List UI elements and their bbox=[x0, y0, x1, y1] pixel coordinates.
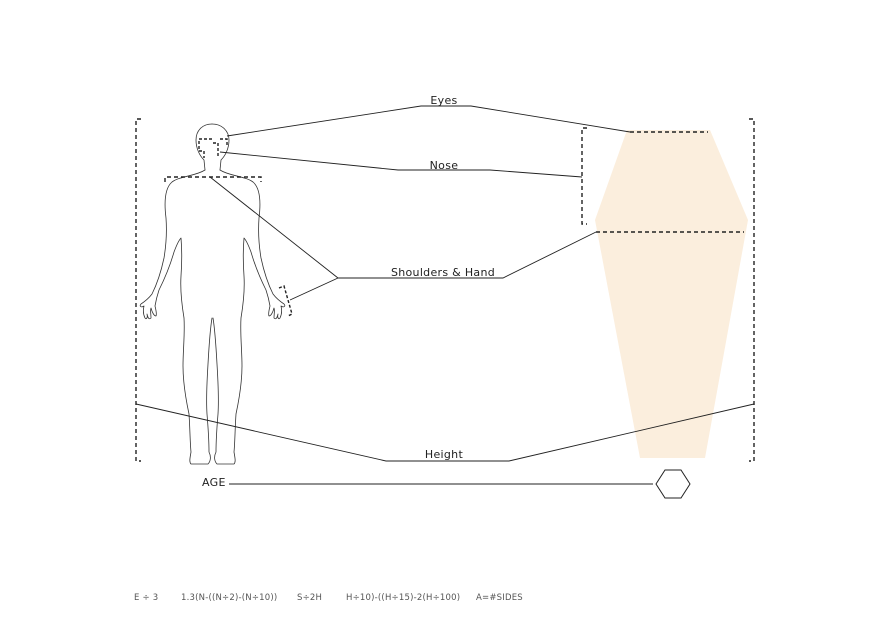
formula-age: A=#SIDES bbox=[476, 593, 523, 603]
formula-shoulders: S÷2H bbox=[297, 593, 322, 603]
formula-height: H÷10)-((H÷15)-2(H÷100) bbox=[346, 593, 460, 603]
formula-nose: 1.3(N-((N÷2)-(N÷10)) bbox=[181, 593, 277, 603]
nose-bracket bbox=[581, 127, 587, 225]
formula-eyes: E ÷ 3 bbox=[134, 593, 158, 603]
label-age: AGE bbox=[202, 476, 226, 489]
coffin-shape bbox=[595, 130, 748, 458]
label-nose: Nose bbox=[430, 159, 459, 172]
hand-bracket bbox=[278, 285, 293, 317]
right-bracket bbox=[749, 118, 755, 462]
eye-bracket-right bbox=[220, 138, 228, 146]
label-shoulders-hand: Shoulders & Hand bbox=[391, 266, 495, 279]
left-bracket bbox=[135, 118, 141, 462]
nose-marker bbox=[213, 142, 219, 156]
eye-bracket bbox=[198, 138, 212, 158]
shoulder-bracket bbox=[164, 176, 262, 182]
connector-lines bbox=[135, 105, 755, 485]
label-height: Height bbox=[425, 448, 464, 461]
label-eyes: Eyes bbox=[430, 94, 457, 107]
hexagon-icon bbox=[655, 469, 691, 499]
human-figure-icon bbox=[139, 123, 286, 465]
